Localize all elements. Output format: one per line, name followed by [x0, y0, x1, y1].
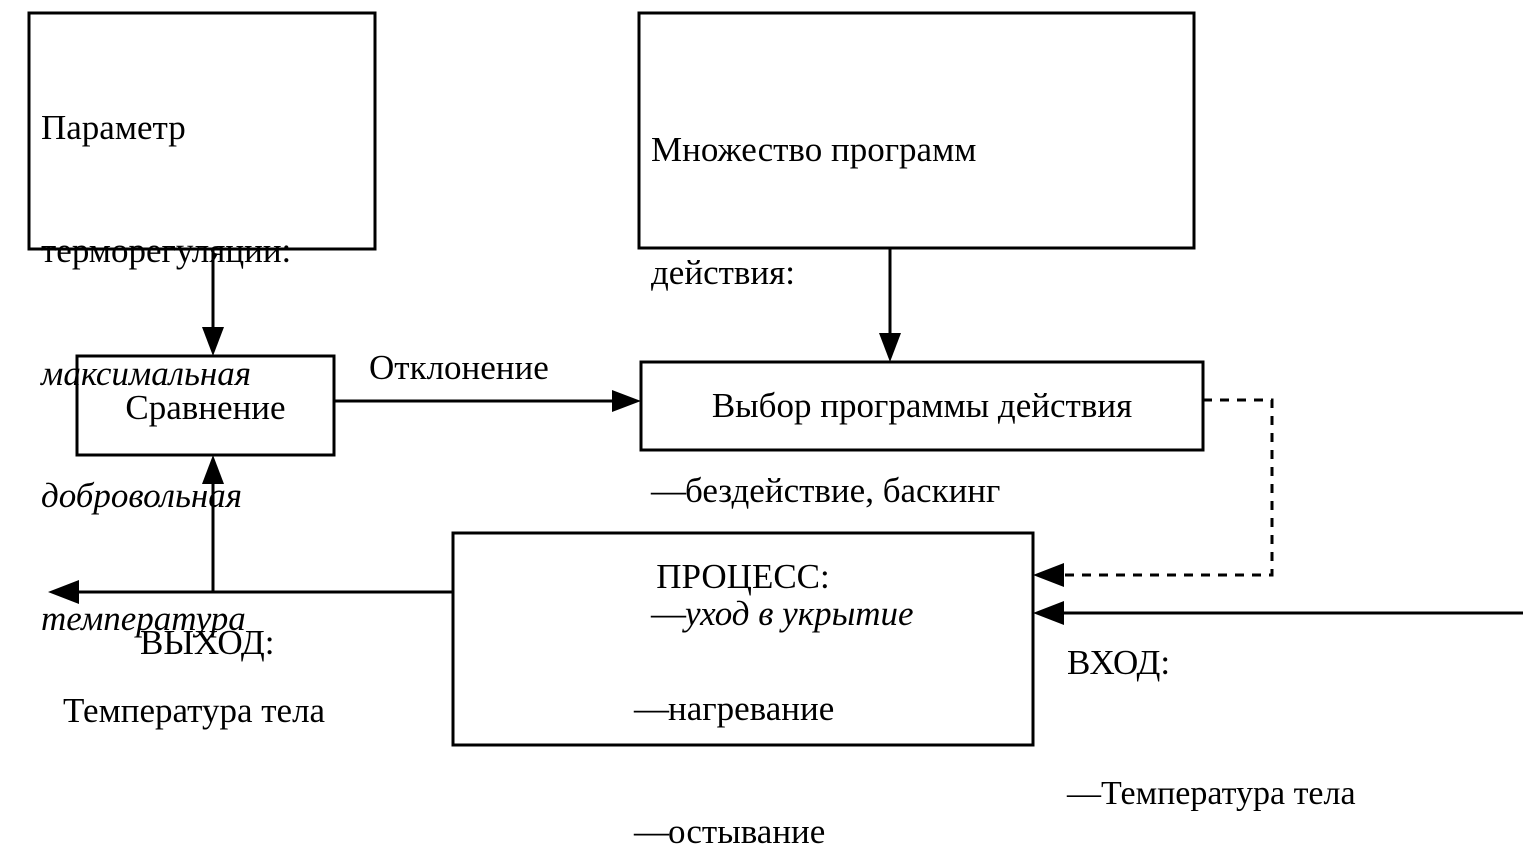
process-item-1-text: нагревание — [668, 688, 835, 728]
programs-item-2-text: уход в укрытие — [685, 594, 914, 634]
process-item-2-dash: — — [634, 811, 669, 851]
input-heading: ВХОД: — [1067, 643, 1171, 682]
parameter-heading-line2: терморегуляции: — [41, 230, 292, 270]
programs-item-2-dash: — — [651, 594, 686, 634]
programs-item-2: —уход в укрытие — [651, 594, 1191, 635]
box-program-choice — [639, 360, 1205, 452]
box-programs-text: Множество программ действия: —бездействи… — [651, 48, 1191, 717]
process-item-1-dash: — — [634, 688, 669, 728]
arrow-output-head — [48, 580, 79, 604]
comparison-label: Сравнение — [125, 388, 286, 427]
parameter-italic-line3: температура — [41, 599, 246, 639]
process-heading: ПРОЦЕСС: — [656, 557, 830, 596]
box-action-programs — [637, 11, 1196, 250]
arrow-input-head — [1033, 601, 1064, 625]
programs-heading-line2: действия: — [651, 252, 795, 292]
parameter-heading-line1: Параметр — [41, 107, 186, 147]
process-item-2-text: остывание — [668, 811, 826, 851]
arrow-output-to-comparison-head — [202, 455, 224, 484]
box-process — [451, 531, 1035, 747]
programs-heading-line1: Множество программ — [651, 129, 977, 169]
programs-item-1-dash: — — [651, 471, 686, 511]
process-item-2: —остывание — [634, 812, 887, 853]
feedback-dotted-arrow-head — [1033, 563, 1064, 587]
input-items: —Температура тела —Факторы нагревания —Ф… — [1067, 694, 1405, 857]
arrow-programs-to-choice-head — [879, 333, 901, 362]
feedback-dotted-line — [1062, 398, 1274, 577]
process-items: —нагревание —остывание —смена локации — [634, 607, 887, 857]
box-parameter-text: Параметр терморегуляции: максимальная до… — [41, 26, 371, 722]
input-item-1-text: Температура тела — [1101, 774, 1356, 812]
deviation-label: Отклонение — [369, 348, 549, 387]
parameter-italic-line1: максимальная — [41, 353, 252, 393]
programs-item-1-text: бездействие, баскинг — [685, 471, 1001, 511]
input-item-1-dash: — — [1067, 774, 1101, 812]
input-item-1: —Температура тела — [1067, 774, 1405, 814]
box-comparison — [75, 354, 336, 457]
arrow-deviation-head — [612, 390, 641, 412]
output-heading: ВЫХОД: — [140, 623, 275, 662]
output-value: Температура тела — [63, 691, 326, 730]
program-choice-label: Выбор программы действия — [711, 386, 1133, 425]
arrow-parameter-to-comparison-head — [202, 327, 224, 356]
box-parameter-thermoregulation — [27, 11, 377, 251]
process-item-1: —нагревание — [634, 689, 887, 730]
programs-item-1: —бездействие, баскинг — [651, 471, 1191, 512]
parameter-italic-line2: добровольная — [41, 476, 243, 516]
